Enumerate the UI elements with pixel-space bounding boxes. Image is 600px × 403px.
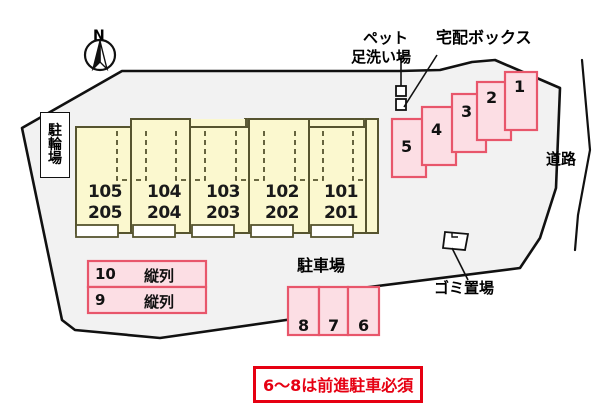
bicycle-parking-char-1: 駐 — [48, 123, 62, 139]
parking-stall-label-7: 7 — [328, 316, 340, 335]
unit-number-101-lower: 101 — [324, 182, 359, 202]
delivery-box-leader — [403, 54, 438, 108]
road-label: 道路 — [546, 150, 577, 168]
parking-stall-6 — [346, 285, 381, 337]
unit-number-204-upper: 204 — [147, 203, 182, 223]
building-mass — [75, 118, 379, 234]
building-unit-104-ext — [186, 119, 245, 127]
delivery-box-marker — [395, 98, 407, 111]
delivery-box-label: 宅配ボックス — [436, 28, 532, 47]
tandem-parking-number-10: 10 — [95, 265, 116, 283]
parking-stall-label-6: 6 — [358, 316, 370, 335]
parking-stalls-6-8 — [286, 285, 381, 337]
parking-stall-5 — [390, 117, 428, 179]
parking-stall-label-3: 3 — [461, 102, 473, 121]
pet-wash-label-line1: ペット — [363, 29, 409, 47]
parking-stall-1 — [503, 70, 539, 132]
bicycle-parking-char-3: 場 — [48, 151, 62, 167]
garbage-area-marker — [441, 231, 470, 251]
garbage-area-label: ゴミ置場 — [434, 279, 495, 297]
pet-wash-marker — [395, 85, 407, 97]
unit-number-202-upper: 202 — [265, 203, 300, 223]
unit-number-203-upper: 203 — [206, 203, 241, 223]
tandem-parking-block — [86, 259, 208, 315]
compass-north-letter: N — [93, 28, 105, 44]
unit-number-104-lower: 104 — [147, 182, 182, 202]
parking-stall-4 — [420, 105, 458, 167]
road-edge-line — [573, 58, 592, 252]
parking-stall-label-4: 4 — [431, 120, 443, 139]
parking-stall-label-2: 2 — [486, 88, 498, 107]
parking-stall-label-5: 5 — [401, 137, 413, 156]
unit-number-102-lower: 102 — [265, 182, 300, 202]
unit-number-105-lower: 105 — [88, 182, 123, 202]
tandem-parking-10 — [86, 259, 208, 289]
bicycle-parking-label: 駐 輪 場 — [40, 112, 70, 178]
tandem-parking-type-9: 縦列 — [144, 293, 175, 311]
parking-lot-label: 駐車場 — [297, 256, 346, 275]
parking-stall-label-1: 1 — [514, 77, 526, 96]
unit-number-103-lower: 103 — [206, 182, 241, 202]
compass-north-icon — [83, 38, 117, 72]
tandem-parking-9 — [86, 285, 208, 315]
building-balconies — [75, 224, 354, 238]
forward-parking-notice: 6～8は前進駐車必須 — [253, 366, 424, 403]
garbage-area-leader — [451, 247, 469, 281]
parking-stalls-1-5 — [390, 70, 539, 179]
pet-wash-label-line2: 足洗い場 — [351, 48, 412, 66]
parking-stall-label-8: 8 — [298, 316, 310, 335]
bicycle-parking-char-2: 輪 — [48, 137, 62, 153]
unit-number-205-upper: 205 — [88, 203, 123, 223]
building-interior-partitions — [116, 131, 366, 181]
tandem-parking-type-10: 縦列 — [144, 267, 175, 285]
unit-number-201-upper: 201 — [324, 203, 359, 223]
tandem-parking-number-9: 9 — [95, 291, 106, 309]
